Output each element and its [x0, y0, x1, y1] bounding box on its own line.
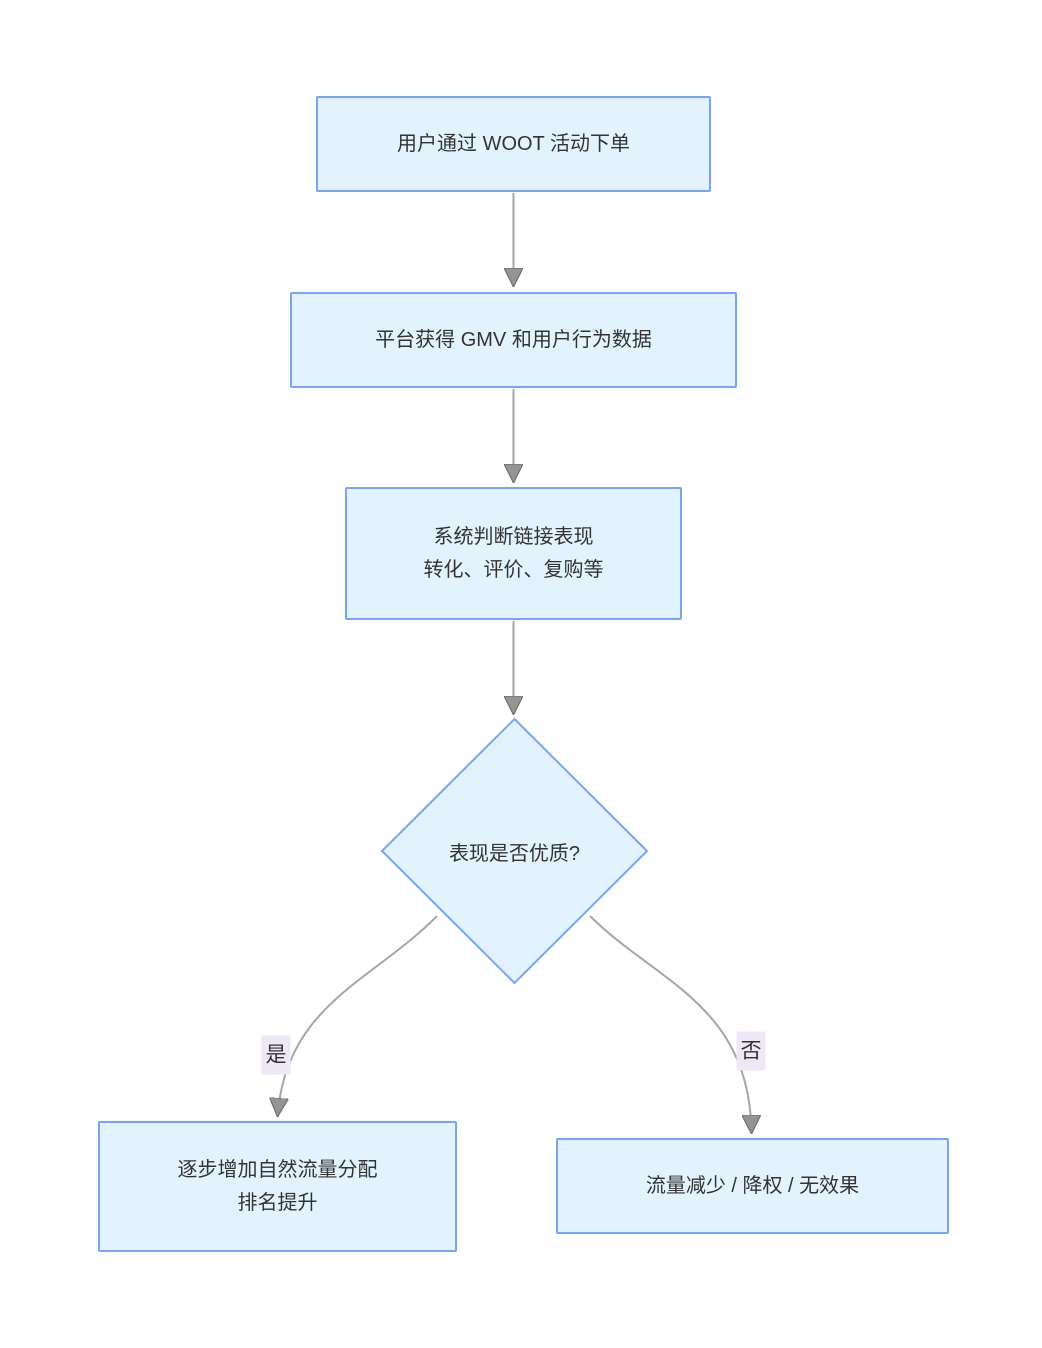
node-platform-data: 平台获得 GMV 和用户行为数据	[290, 292, 737, 388]
edge-decision-yes	[278, 915, 438, 1117]
node-traffic-increase-line1: 逐步增加自然流量分配	[177, 1158, 378, 1181]
node-system-judge-line2: 转化、评价、复购等	[423, 558, 604, 581]
edge-label-no: 否	[736, 1031, 766, 1071]
node-user-order-label: 用户通过 WOOT 活动下单	[397, 132, 630, 155]
node-traffic-increase-line2: 排名提升	[237, 1191, 318, 1214]
decision-diamond-shape	[380, 717, 649, 985]
node-traffic-increase: 逐步增加自然流量分配 排名提升	[98, 1121, 457, 1252]
node-platform-data-label: 平台获得 GMV 和用户行为数据	[375, 328, 652, 351]
node-system-judge-line1: 系统判断链接表现	[433, 525, 594, 548]
decision-performance-label: 表现是否优质?	[448, 842, 581, 865]
decision-performance: 表现是否优质?	[382, 719, 647, 983]
node-system-judge: 系统判断链接表现 转化、评价、复购等	[345, 487, 682, 620]
edge-decision-no	[589, 915, 752, 1134]
node-traffic-decrease: 流量减少 / 降权 / 无效果	[556, 1138, 949, 1234]
node-traffic-decrease-label: 流量减少 / 降权 / 无效果	[645, 1174, 860, 1197]
edge-label-yes: 是	[261, 1035, 291, 1075]
node-user-order: 用户通过 WOOT 活动下单	[316, 96, 711, 192]
